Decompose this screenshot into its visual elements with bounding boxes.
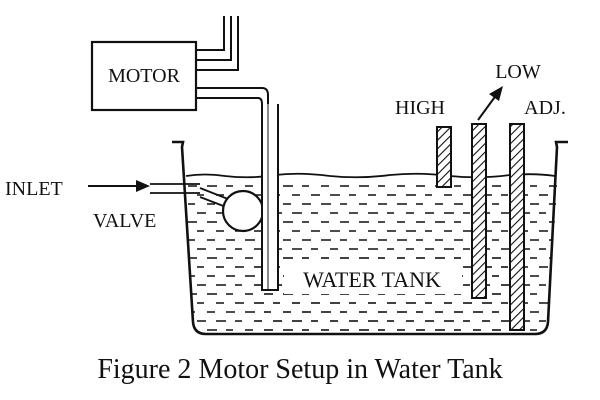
low-arrow [477, 86, 503, 121]
water-tank [172, 140, 568, 336]
inlet-label: INLET [5, 178, 63, 200]
motor-wires [196, 16, 239, 71]
motor-pipe [261, 104, 279, 291]
adj-label: ADJ. [524, 97, 566, 119]
valve-label: VALVE [93, 210, 156, 232]
level-probes [436, 123, 525, 331]
high-probe [436, 126, 452, 188]
figure-caption: Figure 2 Motor Setup in Water Tank [97, 354, 503, 385]
valve-float [221, 189, 265, 233]
water-tank-label-bg [284, 264, 462, 294]
low-probe [471, 123, 487, 299]
inlet-pipe [150, 183, 229, 208]
tank-left-wall [172, 140, 568, 336]
motor: MOTOR [90, 40, 198, 112]
water-tank-label: WATER TANK [303, 267, 441, 292]
high-label: HIGH [395, 97, 445, 119]
inlet-arrow [88, 180, 150, 192]
motor-box [90, 40, 198, 112]
water-surface [185, 172, 556, 179]
low-label: LOW [495, 61, 541, 83]
adj-probe [509, 123, 525, 331]
motor-label: MOTOR [108, 65, 181, 87]
probe-wires [196, 87, 269, 105]
